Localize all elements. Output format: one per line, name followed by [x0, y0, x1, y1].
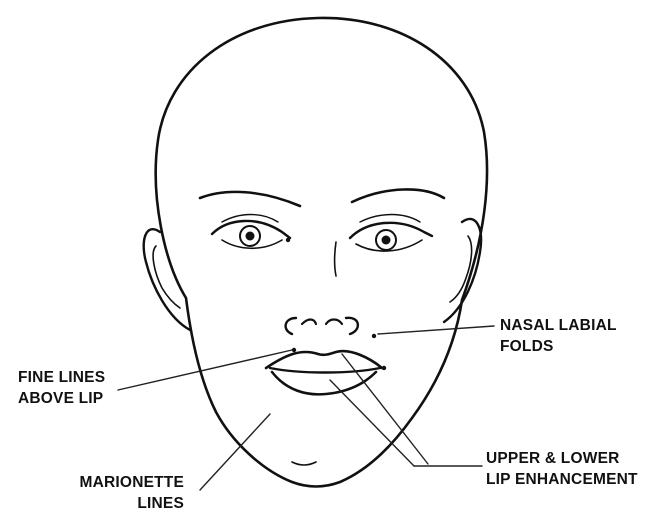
lip-leader-upper	[342, 354, 428, 464]
right-pupil	[382, 236, 391, 245]
left-nostril	[286, 318, 296, 334]
right-nostril-inner	[326, 320, 342, 325]
fine-lines-label-line1: FINE LINES	[18, 367, 105, 388]
chin-line	[292, 462, 316, 465]
lip-enhancement-label: UPPER & LOWER LIP ENHANCEMENT	[486, 448, 638, 490]
nasal-labial-folds-label: NASAL LABIAL FOLDS	[500, 315, 617, 357]
upper-lip	[266, 351, 382, 368]
fine-lines-label: FINE LINES ABOVE LIP	[18, 367, 105, 409]
left-pupil	[246, 232, 255, 241]
right-ear	[444, 219, 481, 322]
left-eyebrow	[200, 192, 300, 206]
head-outline	[156, 18, 487, 487]
mouth-line	[270, 368, 380, 373]
lip-label-line1: UPPER & LOWER	[486, 448, 638, 469]
nasal-labial-label-line2: FOLDS	[500, 336, 617, 357]
nasal-labial-leader	[378, 326, 494, 334]
nasal-labial-label-line1: NASAL LABIAL	[500, 315, 617, 336]
marionette-label-line1: MARIONETTE	[48, 472, 184, 493]
marionette-leader	[200, 414, 270, 490]
right-nostril	[346, 318, 358, 334]
lower-lip	[272, 372, 376, 394]
right-eye-crease	[360, 215, 420, 223]
right-eyebrow	[352, 189, 444, 202]
fine-lines-label-line2: ABOVE LIP	[18, 388, 105, 409]
lip-label-line2: LIP ENHANCEMENT	[486, 469, 638, 490]
left-ear	[144, 229, 190, 330]
leader-dots	[286, 238, 386, 370]
left-nostril-inner	[302, 320, 316, 325]
marionette-label-line2: LINES	[48, 493, 184, 514]
marionette-lines-label: MARIONETTE LINES	[48, 472, 184, 514]
nose-bridge	[335, 242, 337, 276]
